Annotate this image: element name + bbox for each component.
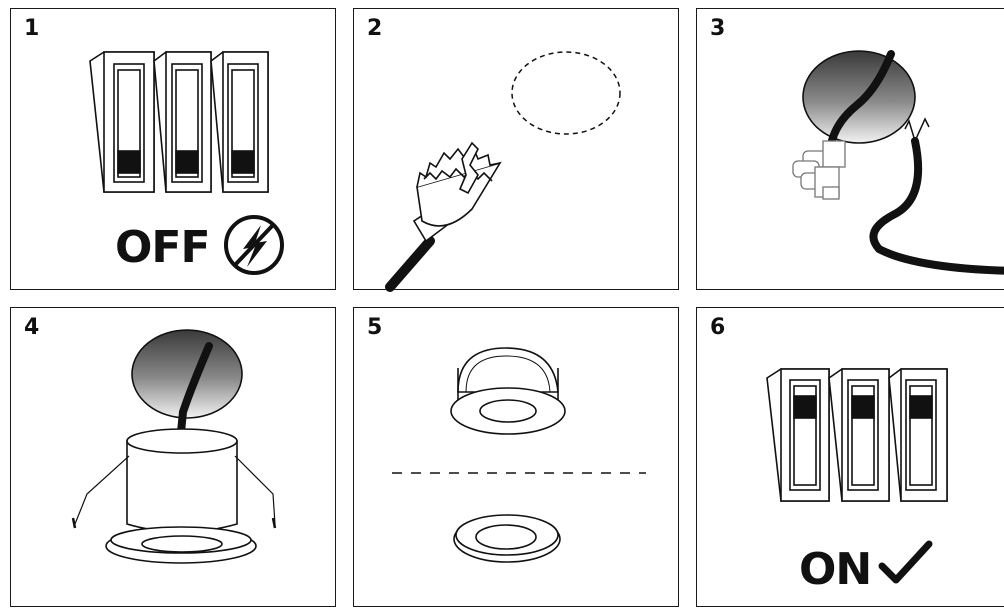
light-body-icon	[451, 348, 565, 434]
step-4-panel: 4	[10, 307, 336, 607]
checkmark-icon	[697, 308, 1004, 608]
step-5-panel: 5	[353, 307, 679, 607]
step-2-panel: 2	[353, 8, 679, 290]
step-6-panel: 6 ON	[696, 307, 1004, 607]
hole-saw-icon	[390, 143, 500, 287]
downlight-fitting-icon	[11, 308, 337, 608]
ceiling-hole-icon	[803, 51, 915, 143]
bezel-ring-icon	[454, 515, 560, 562]
cut-outline-icon	[512, 52, 620, 134]
terminal-block-icon	[793, 141, 845, 199]
no-power-icon	[11, 9, 337, 291]
step-3-panel: 3	[696, 8, 1004, 290]
step-1-panel: 1 OFF	[10, 8, 336, 290]
